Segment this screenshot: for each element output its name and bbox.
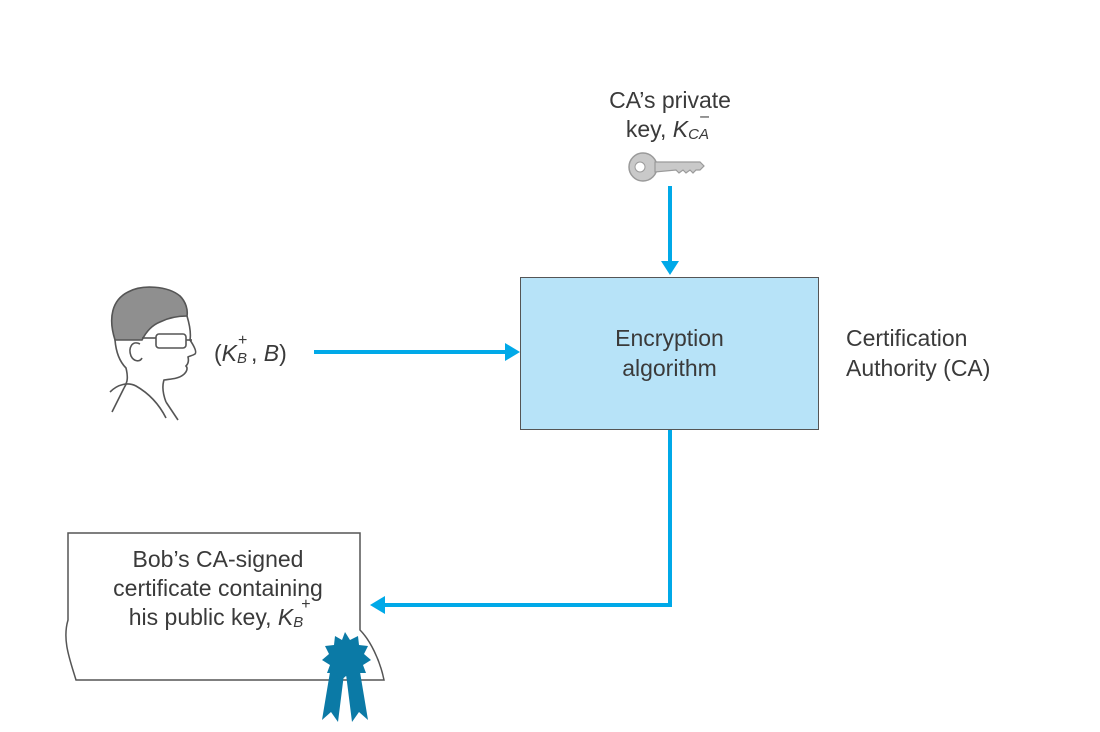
encryption-line1: Encryption (615, 325, 724, 351)
arrow-box-to-certificate (370, 430, 672, 614)
ca-label-line1: Certification (846, 325, 968, 351)
bob-input-key-scripts: +B (237, 333, 251, 367)
certification-authority-label: Certification Authority (CA) (846, 323, 990, 383)
certificate-key-superscript: + (301, 596, 311, 613)
encryption-algorithm-box: Encryption algorithm (520, 277, 819, 430)
bob-input-open: ( (214, 340, 222, 366)
ca-key-prefix: key, (625, 116, 673, 142)
encryption-algorithm-label: Encryption algorithm (521, 323, 818, 383)
ca-private-key-line1: CA’s private (609, 87, 731, 113)
certificate-key-symbol: K (277, 604, 294, 630)
private-key-icon (628, 152, 705, 182)
ca-label-line2: Authority (CA) (846, 355, 991, 381)
certificate-document-icon (65, 532, 385, 681)
bob-input-key-subscript: B (237, 350, 248, 367)
certificate-line1: Bob’s CA-signed (132, 546, 304, 572)
certificate-key-subscript: B (293, 614, 304, 631)
arrow-bob-to-box (314, 343, 520, 361)
ca-key-superscript: – (700, 108, 710, 125)
bob-person-icon (109, 286, 197, 421)
certificate-key-prefix: his public key, (128, 604, 278, 630)
ca-key-symbol: K (672, 116, 689, 142)
bob-input-close: ) (279, 340, 287, 366)
bob-input-key-superscript: + (238, 332, 248, 349)
ca-key-scripts: –CA (688, 109, 714, 143)
certificate-key-scripts: +B (293, 597, 310, 631)
certificate-line3: his public key, K+B (72, 597, 364, 632)
certificate-label: Bob’s CA-signed certificate containing h… (72, 545, 364, 632)
bob-input-identity: B (263, 340, 280, 366)
bob-input-separator: , (251, 340, 264, 366)
bob-input-label: (K+B, B) (214, 333, 287, 368)
ca-private-key-label: CA’s private key, K–CA (560, 86, 780, 144)
arrow-key-to-box (661, 186, 679, 275)
ca-key-subscript: CA (688, 126, 709, 143)
bob-input-key-symbol: K (221, 340, 238, 366)
encryption-line2: algorithm (622, 355, 717, 381)
certificate-line2: certificate containing (113, 575, 323, 601)
ca-private-key-line2: key, K–CA (560, 109, 780, 144)
ribbon-seal-icon (322, 632, 371, 722)
